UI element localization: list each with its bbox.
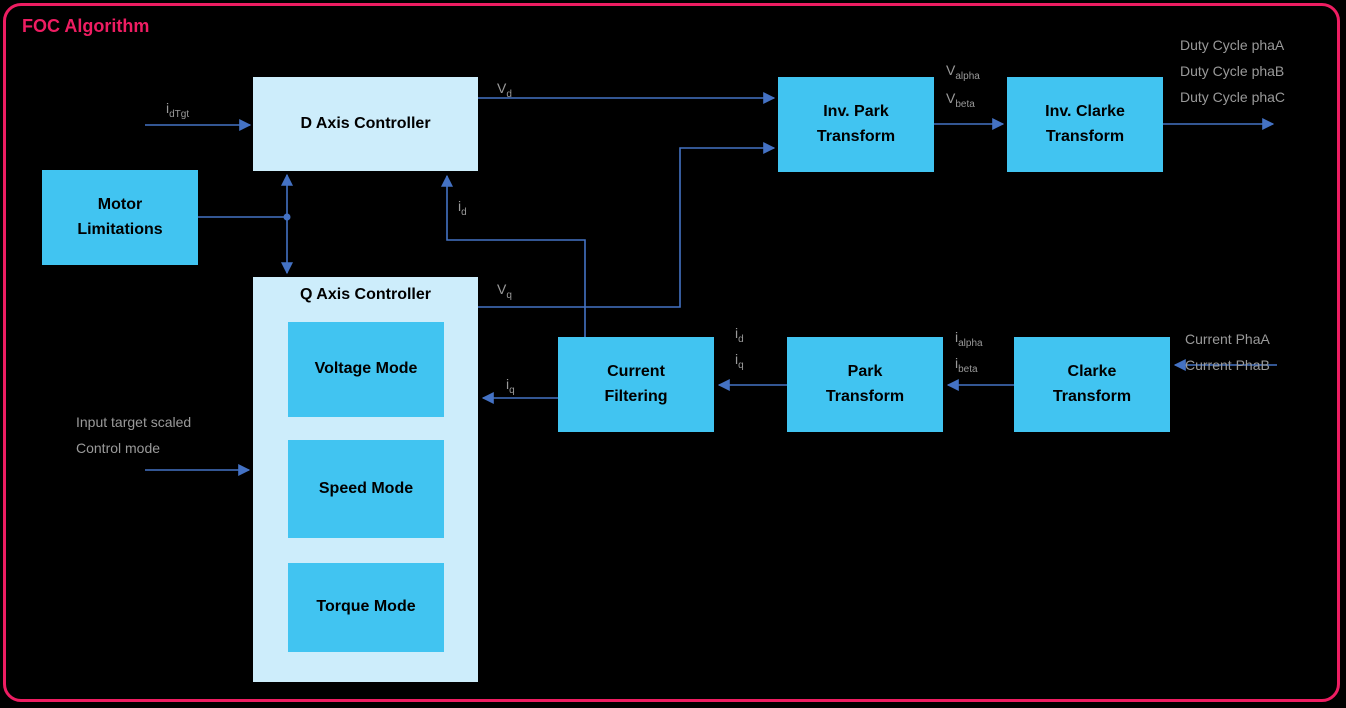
label-duty-cycle-phaC: Duty Cycle phaC: [1180, 89, 1286, 105]
block-clarke-transform: Clarke Transform: [1014, 337, 1170, 432]
label-id-feedback: id: [458, 198, 467, 218]
label-v-alpha: Valpha: [946, 62, 980, 82]
label-i-beta: ibeta: [955, 355, 978, 375]
block-current-filtering: Current Filtering: [558, 337, 714, 432]
block-q-axis-controller-label: Q Axis Controller: [300, 286, 431, 303]
block-torque-mode: Torque Mode: [288, 563, 444, 652]
label-control-mode: Control mode: [76, 440, 161, 456]
arrow-vq: [478, 142, 776, 308]
label-current-phaA: Current PhaA: [1185, 331, 1270, 347]
label-i-alpha: ialpha: [955, 329, 983, 349]
block-speed-mode: Speed Mode: [288, 440, 444, 538]
label-current-phaB: Current PhaB: [1185, 357, 1270, 373]
label-vd: Vd: [497, 80, 512, 100]
diagram-title: FOC Algorithm: [22, 16, 150, 36]
label-vq: Vq: [497, 281, 512, 301]
block-inv-clarke-transform: Inv. Clarke Transform: [1007, 77, 1163, 172]
block-d-axis-controller: D Axis Controller: [253, 77, 478, 171]
label-duty-cycle-phaA: Duty Cycle phaA: [1180, 37, 1285, 53]
label-duty-cycle-phaB: Duty Cycle phaB: [1180, 63, 1285, 79]
block-park-transform: Park Transform: [787, 337, 943, 432]
label-idtgt: idTgt: [166, 100, 190, 120]
block-voltage-mode: Voltage Mode: [288, 322, 444, 417]
block-motor-limitations: Motor Limitations: [42, 170, 198, 265]
wire-junction-dot: [283, 213, 291, 221]
label-id-mid: id: [735, 325, 744, 345]
label-input-target-scaled: Input target scaled: [76, 414, 192, 430]
label-iq-mid: iq: [735, 351, 744, 371]
block-inv-park-transform: Inv. Park Transform: [778, 77, 934, 172]
label-iq-feedback: iq: [506, 376, 515, 396]
label-v-beta: Vbeta: [946, 90, 975, 110]
